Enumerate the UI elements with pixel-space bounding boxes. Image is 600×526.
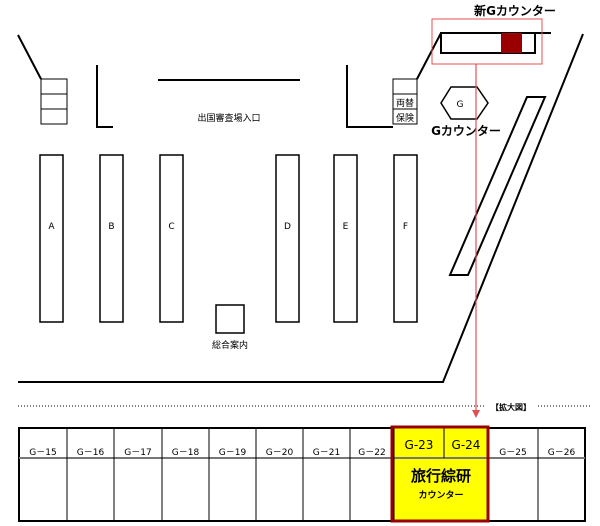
counter-e[interactable]: E	[333, 154, 358, 323]
counter-label: E	[343, 222, 349, 232]
gate-22[interactable]: G－22	[358, 448, 385, 458]
counter-f[interactable]: F	[393, 154, 418, 323]
left-booth	[40, 78, 68, 125]
agency-counter-label: カウンター	[418, 489, 463, 501]
gate-15[interactable]: G－15	[29, 448, 56, 458]
highlight-fill	[394, 428, 488, 521]
counter-label: F	[403, 222, 408, 232]
g-counter-label: Gカウンター	[431, 124, 501, 138]
insurance-label: 保険	[396, 112, 414, 124]
gate-19[interactable]: G－19	[219, 448, 247, 458]
g-counter[interactable]: G	[440, 86, 489, 120]
check-in-counters: A B C D E F	[39, 154, 418, 323]
gate-20[interactable]: G－20	[266, 448, 294, 458]
counter-label: B	[108, 222, 114, 232]
counter-label: C	[168, 222, 174, 232]
counter-a[interactable]: A	[39, 154, 64, 323]
info-desk-label: 総合案内	[212, 339, 248, 351]
counter-c[interactable]: C	[159, 154, 184, 323]
new-g-counter[interactable]	[431, 18, 543, 65]
agency-name: 旅行綜研	[411, 467, 471, 485]
g-hex-label: G	[457, 100, 464, 110]
gate-18[interactable]: G－18	[172, 448, 200, 458]
gate-table-frame	[18, 427, 586, 522]
gate-23[interactable]: G-23	[405, 438, 434, 452]
gate-26[interactable]: G－26	[548, 448, 576, 458]
gate-table: G－15 G－16 G－17 G－18 G－19 G－20 G－21 G－22 G-23 G-24…	[18, 425, 586, 523]
new-g-counter-label: 新Gカウンター	[474, 3, 556, 18]
counter-label: D	[284, 222, 291, 232]
highlight-border	[390, 425, 490, 523]
exchange-insurance-booth[interactable]: 両替 保険	[392, 78, 418, 125]
gate-24[interactable]: G-24	[452, 438, 481, 452]
departure-entrance-label: 出国審査場入口	[197, 112, 260, 124]
info-desk[interactable]	[215, 304, 245, 334]
counter-d[interactable]: D	[275, 154, 300, 323]
gate-21[interactable]: G－21	[313, 448, 340, 458]
enlarged-view-label: 【拡大図】	[491, 402, 531, 412]
gate-25[interactable]: G－25	[499, 448, 526, 458]
exchange-label: 両替	[396, 97, 414, 109]
counter-b[interactable]: B	[99, 154, 124, 323]
gate-17[interactable]: G－17	[124, 448, 151, 458]
gate-16[interactable]: G－16	[77, 448, 105, 458]
counter-label: A	[48, 222, 55, 232]
arrow-down-icon	[472, 410, 480, 418]
